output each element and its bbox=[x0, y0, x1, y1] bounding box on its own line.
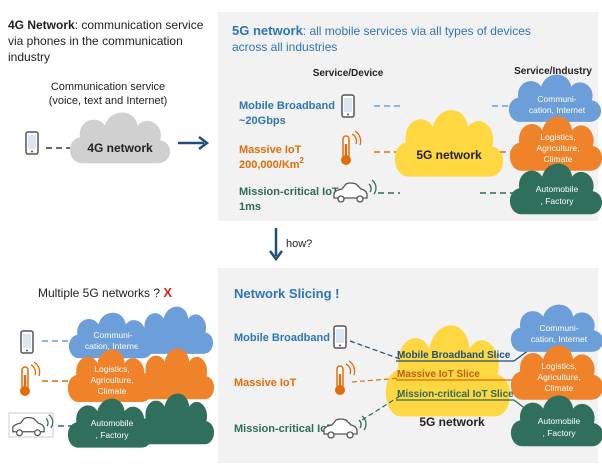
cloud-green-network bbox=[137, 393, 215, 445]
col-device-header: Service/Device bbox=[313, 68, 384, 79]
bl-industry-logistics-l1: Logistics, bbox=[94, 364, 129, 374]
industry-logistics-l1: Logistics, bbox=[540, 132, 575, 142]
service-mission-critical-iot: Mission-critical IoT bbox=[239, 186, 339, 198]
service-mobile-broadband: Mobile Broadband bbox=[239, 100, 335, 112]
5g-cloud-label: 5G network bbox=[416, 148, 482, 162]
how-arrow: how? bbox=[269, 228, 312, 262]
4g-cloud bbox=[69, 112, 171, 164]
metric-mobile-broadband: ~20Gbps bbox=[239, 115, 286, 127]
metric-mission-critical-iot: 1ms bbox=[239, 201, 261, 213]
br-industry-logistics-l1: Logistics, bbox=[541, 361, 576, 371]
br-industry-communication-l1: Communi- bbox=[539, 323, 578, 333]
br-industry-communication-l2: cation, Internet bbox=[531, 334, 588, 344]
col-industry-header: Service/Industry bbox=[514, 66, 592, 77]
section-multiple-5g: Multiple 5G networks ? X Communi- cation… bbox=[8, 285, 215, 448]
phone-icon bbox=[20, 330, 34, 354]
br-industry-automobile-l2: , Factory bbox=[542, 428, 576, 438]
4g-title-line2: via phones in the communication bbox=[8, 34, 183, 48]
slicing-service-mobile-broadband: Mobile Broadband bbox=[234, 332, 330, 344]
industry-logistics-l2: Agriculture, bbox=[537, 143, 580, 153]
slicing-service-massive-iot: Massive IoT bbox=[234, 377, 297, 389]
phone-icon bbox=[333, 325, 347, 349]
br-industry-logistics-l2: Agriculture, bbox=[538, 372, 581, 382]
industry-automobile-l2: , Factory bbox=[540, 196, 574, 206]
bl-industry-logistics-l2: Agriculture, bbox=[91, 375, 134, 385]
arrow-right-head bbox=[198, 136, 210, 150]
service-massive-iot: Massive IoT bbox=[239, 144, 302, 156]
section-network-slicing: Network Slicing ! Mobile Broadband Massi… bbox=[218, 268, 602, 463]
communication-service-label: Communication service bbox=[51, 81, 165, 93]
thermometer-icon bbox=[19, 361, 41, 397]
industry-logistics-l3: Climate bbox=[544, 154, 573, 164]
industry-automobile-l1: Automobile bbox=[536, 184, 579, 194]
industry-communication-l1: Communi- bbox=[537, 94, 576, 104]
bl-industry-logistics-l3: Climate bbox=[98, 386, 127, 396]
phone-icon bbox=[341, 94, 355, 118]
4g-title-line3: industry bbox=[8, 50, 50, 64]
4g-title: 4G Network: communication service bbox=[8, 18, 204, 32]
slice-mission-critical-iot: Mission-critical IoT Slice bbox=[397, 389, 514, 400]
5g-title: 5G network: all mobile services via all … bbox=[232, 23, 531, 38]
cloud-orange-network bbox=[137, 348, 215, 400]
br-industry-automobile-l1: Automobile bbox=[538, 416, 581, 426]
bl-industry-automobile-l1: Automobile bbox=[91, 418, 134, 428]
slicing-5g-label: 5G network bbox=[419, 415, 485, 429]
slice-mobile-broadband: Mobile Broadband Slice bbox=[397, 350, 511, 361]
multiple-5g-title: Multiple 5G networks ? X bbox=[38, 285, 172, 300]
section-5g: 5G network: all mobile services via all … bbox=[218, 12, 602, 221]
slicing-title: Network Slicing ! bbox=[234, 286, 339, 301]
br-industry-logistics-l3: Climate bbox=[545, 383, 574, 393]
how-label: how? bbox=[286, 238, 312, 250]
communication-service-sublabel: (voice, text and Internet) bbox=[49, 95, 168, 107]
bl-industry-communication-l2: cation, Internet bbox=[85, 341, 142, 351]
bl-industry-communication-l1: Communi- bbox=[93, 330, 132, 340]
phone-icon bbox=[25, 131, 39, 155]
section-4g: 4G Network: communication service via ph… bbox=[8, 18, 210, 164]
cloud-blue-network bbox=[136, 306, 214, 354]
slice-massive-iot: Massive IoT Slice bbox=[397, 369, 480, 380]
metric-massive-iot: 200,000/Km2 bbox=[239, 156, 305, 171]
slicing-service-mission-critical-iot: Mission-critical IoT bbox=[234, 423, 334, 435]
bl-industry-automobile-l2: , Factory bbox=[95, 430, 129, 440]
industry-communication-l2: cation, Internet bbox=[529, 105, 586, 115]
5g-title-line2: across all industries bbox=[232, 40, 337, 54]
4g-cloud-label: 4G network bbox=[87, 141, 153, 155]
